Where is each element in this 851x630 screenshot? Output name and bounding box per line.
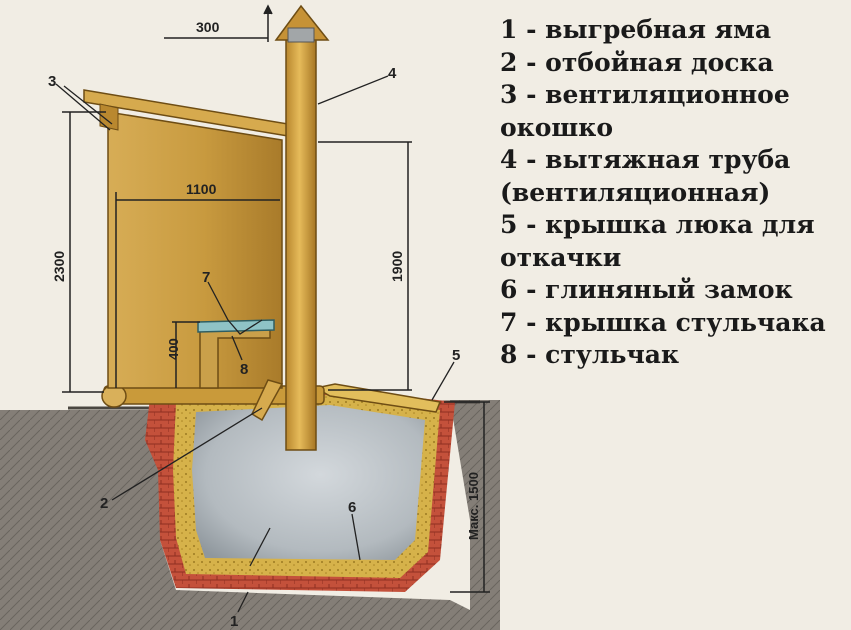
callout-2: 2 [100, 495, 108, 512]
legend-item: (вентиляционная) [500, 177, 771, 207]
legend-item: 7 - крышка стульчака [500, 307, 826, 337]
roof-front [99, 103, 119, 131]
legend-item: 1 - выгребная яма [500, 15, 772, 44]
hatch-cover [313, 383, 442, 413]
legend-item: 8 - стульчак [500, 340, 680, 369]
dim-1100: 1100 [186, 181, 217, 197]
leader-lines [55, 75, 455, 613]
cesspit [192, 405, 425, 560]
vent-pipe [285, 29, 317, 451]
legend-item: 4 - вытяжная труба [500, 145, 791, 174]
callout-4: 4 [388, 65, 397, 82]
ground-soil [0, 400, 500, 630]
callout-8: 8 [240, 361, 248, 378]
dimension-lines [62, 4, 490, 593]
legend-item: откачки [500, 242, 622, 272]
toilet-cross-section-diagram: 300 2300 1100 1900 400 Макс. 1500 3 4 7 … [0, 4, 500, 630]
seat-lid [197, 319, 275, 333]
callout-6: 6 [348, 499, 356, 516]
vent-pipe-top [287, 27, 315, 43]
dim-400: 400 [166, 338, 181, 360]
legend-item: 6 - глиняный замок [500, 275, 793, 304]
callout-7: 7 [202, 269, 210, 286]
building-wall [107, 111, 283, 389]
dim-300: 300 [196, 19, 220, 35]
legend-item: 3 - вентиляционное [500, 80, 790, 109]
callout-3: 3 [48, 73, 56, 90]
dim-2300: 2300 [51, 251, 67, 282]
legend-item: 2 - отбойная доска [500, 47, 774, 77]
dim-1500: Макс. 1500 [466, 472, 481, 540]
legend: 1 - выгребная яма 2 - отбойная доска 3 -… [500, 14, 848, 372]
dim-1900: 1900 [389, 251, 405, 282]
legend-item: окошко [500, 112, 614, 142]
callout-1: 1 [230, 613, 238, 630]
callout-5: 5 [452, 347, 460, 364]
legend-item: 5 - крышка люка для [500, 210, 815, 239]
